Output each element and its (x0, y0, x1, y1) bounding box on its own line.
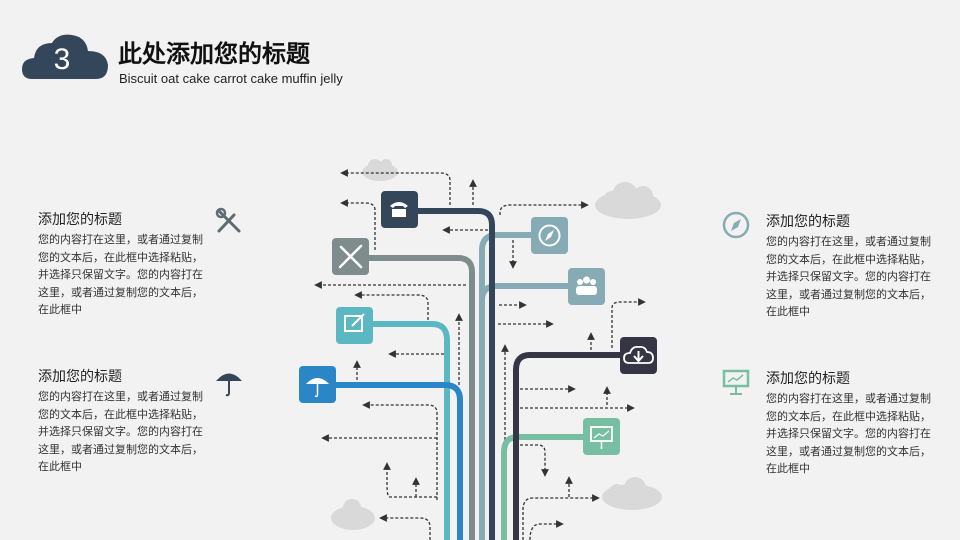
people-node[interactable] (568, 268, 605, 305)
node-icons (299, 191, 657, 455)
cloud-download-icon (623, 345, 654, 364)
umbrella-icon (306, 378, 329, 384)
tools-icon (215, 207, 241, 233)
block-body: 您的内容打在这里，或者通过复制您的文本后，在此框中选择粘贴，并选择只保留文字。您… (766, 235, 931, 318)
block-body: 您的内容打在这里，或者通过复制您的文本后，在此框中选择粘贴，并选择只保留文字。您… (766, 392, 931, 475)
page-subtitle: Biscuit oat cake carrot cake muffin jell… (119, 71, 343, 86)
cloud-download-node[interactable] (620, 337, 657, 374)
block-title: 添加您的标题 (766, 214, 850, 230)
cloud-icon (595, 182, 661, 219)
edit-icon (344, 315, 363, 332)
number-cloud: 3 (22, 33, 108, 79)
presentation-icon (722, 369, 750, 395)
people-icon (576, 276, 597, 295)
dashed-arrows (314, 169, 646, 540)
cloud-icon (362, 159, 398, 181)
phone-node[interactable] (381, 191, 418, 228)
text-block-3: 添加您的标题您的内容打在这里，或者通过复制您的文本后，在此框中选择粘贴，并选择只… (766, 213, 941, 321)
block-title: 添加您的标题 (766, 371, 850, 387)
block-body: 您的内容打在这里，或者通过复制您的文本后，在此框中选择粘贴，并选择只保留文字。您… (38, 233, 203, 316)
clouds (331, 159, 662, 530)
text-block-1: 添加您的标题您的内容打在这里，或者通过复制您的文本后，在此框中选择粘贴，并选择只… (38, 211, 213, 319)
branch-lines (335, 208, 620, 540)
phone-icon (390, 202, 408, 217)
presentation-node[interactable] (583, 418, 620, 455)
umbrella-node[interactable] (299, 366, 336, 403)
edit-node[interactable] (336, 307, 373, 344)
block-title: 添加您的标题 (38, 369, 122, 385)
cloud-icon (331, 499, 375, 530)
block-title: 添加您的标题 (38, 212, 122, 228)
text-block-2: 添加您的标题您的内容打在这里，或者通过复制您的文本后，在此框中选择粘贴，并选择只… (38, 368, 213, 476)
block-body: 您的内容打在这里，或者通过复制您的文本后，在此框中选择粘贴，并选择只保留文字。您… (38, 390, 203, 473)
compass-node[interactable] (531, 217, 568, 254)
section-number: 3 (53, 43, 71, 76)
page-title: 此处添加您的标题 (118, 40, 310, 68)
compass-icon (538, 224, 561, 247)
tools-icon (338, 244, 363, 269)
umbrella-icon (216, 373, 242, 397)
cloud-icon (602, 477, 662, 510)
text-block-4: 添加您的标题您的内容打在这里，或者通过复制您的文本后，在此框中选择粘贴，并选择只… (766, 370, 941, 478)
compass-icon (722, 211, 750, 239)
cloud-icon (22, 34, 108, 79)
tools-node[interactable] (332, 238, 369, 275)
